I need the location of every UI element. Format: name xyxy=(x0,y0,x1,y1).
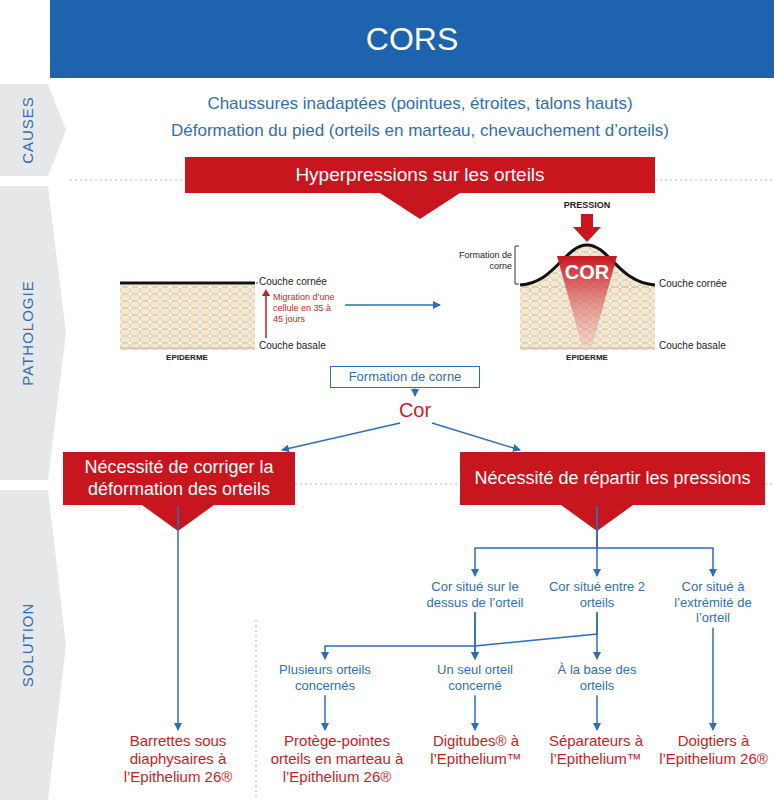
connector xyxy=(325,612,475,659)
solution-text: Barrettes sous diaphysaires à l’Epitheli… xyxy=(100,732,256,786)
section-label: SOLUTION xyxy=(19,603,37,688)
connector xyxy=(712,628,714,730)
cause-text: Déformation du pied (orteils en marteau,… xyxy=(110,121,730,141)
node-text: Cor xyxy=(380,398,450,422)
section-tab xyxy=(0,186,66,480)
case-text: À la base des orteils xyxy=(545,661,649,694)
section-tab xyxy=(0,490,66,800)
cause-text: Chaussures inadaptées (pointues, étroite… xyxy=(150,94,690,114)
transition-arrow xyxy=(345,304,440,306)
node-text: Cor situé sur le dessus de l’orteil xyxy=(419,579,531,610)
migration-arrowhead xyxy=(262,289,270,296)
case-text: Cor situé à l’extrémité de l’orteil xyxy=(663,578,763,627)
basal-layer xyxy=(120,348,255,349)
connector xyxy=(597,506,713,576)
process-box: Formation de corne xyxy=(330,366,480,388)
connector xyxy=(324,695,326,730)
node-text: Doigtiers à l’Epithelium 26® xyxy=(656,732,771,768)
separator xyxy=(256,620,257,800)
node-text: Protège-pointes orteils en marteau à l’E… xyxy=(262,732,412,786)
pressure-arrowhead xyxy=(573,227,601,242)
node-text: Plusieurs orteils concernés xyxy=(272,662,378,693)
layer-label: Couche cornée xyxy=(659,278,769,290)
migration-note: Migration d’une cellule en 35 à 45 jours xyxy=(273,292,335,324)
corn-cone xyxy=(557,256,617,346)
result-text: Cor xyxy=(380,398,450,422)
callus-label: Formation de corne xyxy=(452,250,512,272)
title: CORS xyxy=(366,21,458,58)
case-text: Cor situé sur le dessus de l’orteil xyxy=(417,578,533,611)
section-label: CAUSES xyxy=(19,96,37,164)
pressure-label: PRESSION xyxy=(550,200,624,211)
connector xyxy=(432,423,520,450)
node-text: Nécessité de corriger la déformation des… xyxy=(71,457,287,500)
connector xyxy=(475,506,597,576)
case-text: Cor situé entre 2 orteils xyxy=(545,578,649,611)
connector xyxy=(414,389,416,396)
node-text: Hyperpressions sur les orteils xyxy=(295,164,544,187)
node-text: Formation de corne xyxy=(335,369,475,385)
node-text: Séparateurs à l’Epithelium™ xyxy=(540,732,652,768)
corn-label: COR xyxy=(557,260,617,284)
connector xyxy=(596,612,598,659)
node-text: Cor situé à l’extrémité de l’orteil xyxy=(665,579,761,626)
solution-text: Digitubes® à l’Epithelium™ xyxy=(416,732,536,768)
title-band: CORS xyxy=(50,0,774,78)
case-text: Plusieurs orteils concernés xyxy=(270,661,380,694)
solution-text: Protège-pointes orteils en marteau à l’E… xyxy=(262,732,412,786)
migration-arrow xyxy=(265,294,267,338)
layer-label: Couche basale xyxy=(259,340,349,352)
pressure-arrow xyxy=(581,214,593,228)
leader-line xyxy=(256,283,258,284)
need-band: Nécessité de corriger la déformation des… xyxy=(63,452,295,505)
cause-band: Hyperpressions sur les orteils xyxy=(185,157,655,193)
epidermis-label: EPIDERME xyxy=(147,353,227,363)
connector xyxy=(282,423,400,450)
node-text: Barrettes sous diaphysaires à l’Epitheli… xyxy=(100,732,256,786)
bracket xyxy=(515,246,519,284)
node-text: À la base des orteils xyxy=(547,662,647,693)
red-arrow xyxy=(380,193,460,219)
connector xyxy=(177,506,179,730)
section-tab xyxy=(0,84,66,176)
node-text: Nécessité de répartir les pressions xyxy=(474,468,750,490)
stratum-corneum xyxy=(520,245,655,285)
node-text: Digitubes® à l’Epithelium™ xyxy=(416,732,536,768)
connector xyxy=(474,695,476,730)
solution-text: Doigtiers à l’Epithelium 26® xyxy=(656,732,771,768)
layer-label: Couche cornée xyxy=(259,276,349,288)
epidermis-label: EPIDERME xyxy=(547,353,627,363)
node-text: Un seul orteil concerné xyxy=(422,662,528,693)
connector xyxy=(475,612,597,659)
stratum-corneum xyxy=(120,282,255,285)
node-text: Cor situé entre 2 orteils xyxy=(547,579,647,610)
connector xyxy=(596,695,598,730)
section-label: PATHOLOGIE xyxy=(19,280,37,385)
basal-layer xyxy=(520,348,655,349)
epidermis xyxy=(120,285,255,350)
case-text: Un seul orteil concerné xyxy=(420,661,530,694)
need-band: Nécessité de répartir les pressions xyxy=(460,452,765,505)
solution-text: Séparateurs à l’Epithelium™ xyxy=(540,732,652,768)
layer-label: Couche basale xyxy=(659,340,769,352)
